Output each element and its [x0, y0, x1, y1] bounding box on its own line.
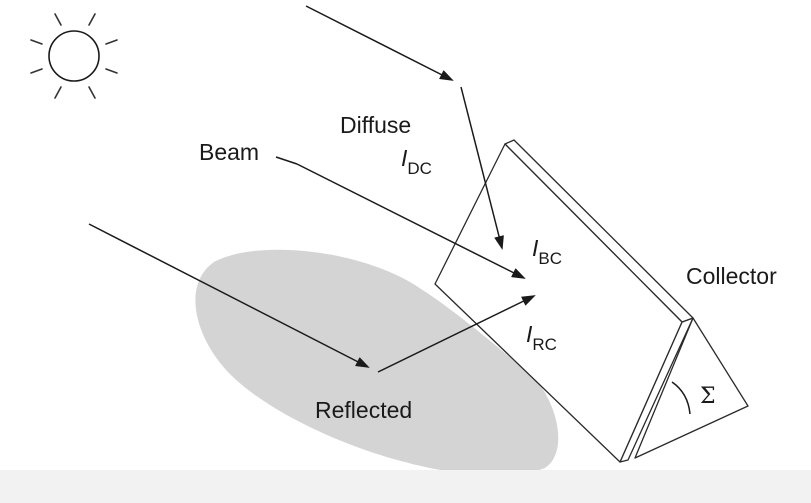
diffuse-label: Diffuse — [340, 112, 411, 138]
diagram-canvas: Diffuse IDC Beam IBC IRC Collector Refle… — [30, 5, 777, 470]
reflected-label: Reflected — [315, 397, 412, 423]
diffuse-ray — [305, 5, 504, 250]
bottom-band — [0, 470, 811, 503]
ground-area — [195, 249, 559, 470]
beam-irradiance-label: IBC — [532, 235, 562, 268]
reflected-ray — [88, 223, 536, 373]
collector-panel — [434, 139, 749, 463]
diffuse-irradiance-subscript: DC — [407, 159, 432, 178]
diffuse-irradiance-symbol: I — [401, 145, 408, 171]
collector-label: Collector — [686, 263, 777, 289]
beam-irradiance-subscript: BC — [538, 249, 562, 268]
reflected-irradiance-label: IRC — [526, 321, 557, 354]
beam-label: Beam — [199, 139, 259, 165]
diffuse-irradiance-label: IDC — [401, 145, 432, 178]
sun-icon — [30, 13, 118, 99]
reflected-irradiance-symbol: I — [526, 321, 533, 347]
reflected-irradiance-subscript: RC — [532, 335, 557, 354]
beam-irradiance-symbol: I — [532, 235, 539, 261]
beam-ray — [275, 156, 526, 279]
tilt-angle-label: Σ — [700, 384, 716, 409]
